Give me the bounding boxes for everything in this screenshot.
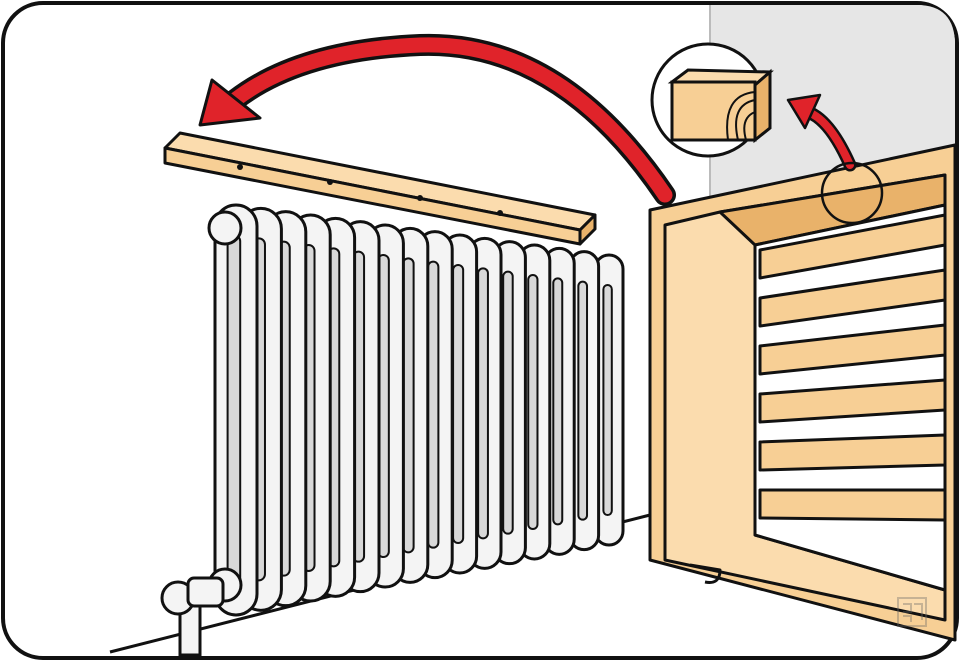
wood-profile-callout: [650, 42, 774, 158]
red-arrow-small: [786, 93, 857, 172]
cabinet-slat: [758, 323, 947, 376]
radiator-valve: [160, 576, 225, 657]
cabinet-slat: [758, 378, 947, 424]
red-arrow-large: [198, 33, 676, 206]
watermark-logo: [897, 597, 927, 627]
radiator: [207, 203, 625, 617]
wooden-rail: [163, 131, 597, 246]
radiator-column-groove: [552, 277, 564, 526]
cabinet-slat: [758, 433, 947, 472]
cabinet-slat: [758, 488, 947, 522]
cabinet-slat: [758, 213, 947, 280]
radiator-column-groove: [577, 280, 589, 521]
radiator-column-groove: [527, 274, 539, 530]
radiator-column-groove: [427, 260, 440, 549]
radiator-column-groove: [452, 264, 465, 544]
radiator-column-groove: [502, 270, 514, 535]
radiator-column-groove: [602, 284, 613, 516]
cabinet-slat: [758, 268, 947, 328]
detail-marker-circle: [820, 161, 884, 225]
radiator-column-groove: [477, 267, 489, 540]
radiator-plug: [207, 210, 243, 246]
radiator-cabinet: [648, 143, 957, 642]
radiator-column-groove: [226, 234, 242, 586]
